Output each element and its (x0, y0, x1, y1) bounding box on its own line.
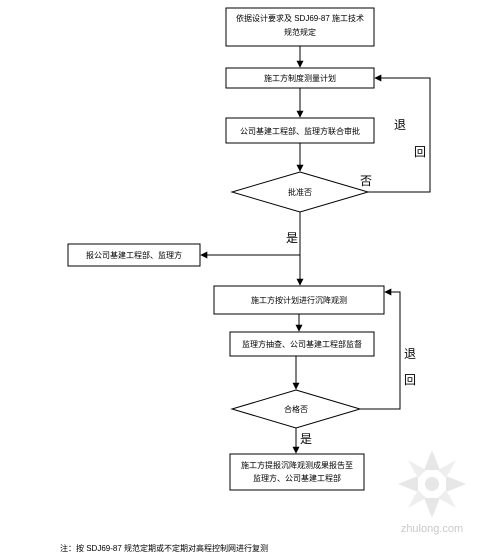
arrow-return-2 (360, 288, 401, 410)
node-observe: 施工方按计划进行沉降观测 (213, 285, 385, 315)
node-plan: 施工方制度测量计划 (225, 67, 375, 89)
node-final-report-line2: 监理方、公司基建工程部 (253, 473, 341, 483)
node-report-left: 报公司基建工程部、监理方 (67, 243, 201, 267)
edge-label-return-1a: 退 (394, 118, 406, 132)
node-final-report-line1: 施工方提报沉降观测成果报告至 (241, 460, 353, 470)
edge-label-return-2a: 退 (404, 347, 416, 361)
edge-label-pass-yes: 是 (300, 432, 312, 446)
decision-pass: 合格否 (230, 389, 362, 429)
node-plan-label: 施工方制度测量计划 (264, 73, 336, 83)
node-start-line2: 规范规定 (284, 27, 316, 37)
watermark-logo (398, 450, 466, 518)
node-start: 依据设计要求及 SDJ69-87 施工技术 规范规定 (225, 7, 375, 47)
decision-approve-label: 批准否 (288, 187, 312, 197)
node-report-left-label: 报公司基建工程部、监理方 (86, 250, 182, 260)
watermark-text: zhulong.com (401, 523, 463, 535)
node-spot-check-label: 监理方抽查、公司基建工程部监督 (242, 339, 362, 349)
node-start-line1: 依据设计要求及 SDJ69-87 施工技术 (236, 13, 364, 23)
node-observe-label: 施工方按计划进行沉降观测 (251, 295, 347, 305)
node-review: 公司基建工程部、监理方联合审批 (225, 117, 375, 144)
footnote: 注：按 SDJ69-87 规范定期或不定期对高程控制网进行复测 (60, 543, 268, 553)
node-final-report: 施工方提报沉降观测成果报告至 监理方、公司基建工程部 (229, 453, 365, 491)
node-review-label: 公司基建工程部、监理方联合审批 (240, 126, 360, 136)
edge-label-approve-yes: 是 (286, 231, 298, 245)
decision-approve: 批准否 (230, 171, 370, 213)
arrow-return-1 (368, 74, 431, 193)
edge-label-approve-no: 否 (360, 174, 372, 188)
decision-pass-label: 合格否 (284, 404, 308, 414)
edge-label-return-1b: 回 (414, 145, 426, 159)
edge-label-return-2b: 回 (404, 373, 416, 387)
node-spot-check: 监理方抽查、公司基建工程部监督 (229, 331, 375, 357)
